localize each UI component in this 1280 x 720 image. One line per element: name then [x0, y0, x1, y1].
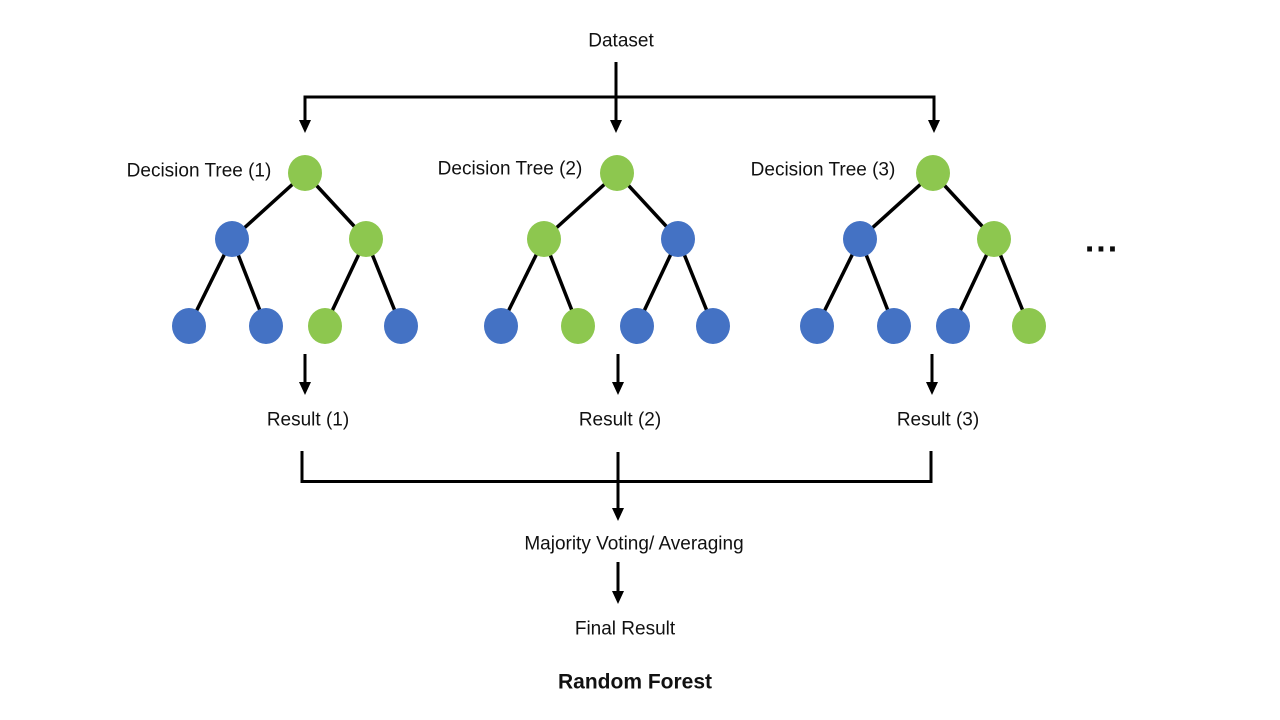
tree-node: [620, 308, 654, 344]
tree-node: [527, 221, 561, 257]
final-result-label: Final Result: [574, 618, 676, 640]
decision-tree-3-label: Decision Tree (3): [750, 159, 896, 181]
tree-node: [977, 221, 1011, 257]
tree-node: [384, 308, 418, 344]
dataset-label: Dataset: [588, 30, 654, 52]
more-trees-ellipsis: ...: [1084, 221, 1120, 260]
tree-node: [249, 308, 283, 344]
tree-node: [916, 155, 950, 191]
tree-node: [215, 221, 249, 257]
tree-node: [172, 308, 206, 344]
tree-node: [877, 308, 911, 344]
tree-node: [936, 308, 970, 344]
tree-node: [308, 308, 342, 344]
result-1-label: Result (1): [266, 409, 350, 431]
tree-node: [661, 221, 695, 257]
result-3-label: Result (3): [896, 409, 980, 431]
tree-node: [288, 155, 322, 191]
tree-node: [484, 308, 518, 344]
tree-node: [1012, 308, 1046, 344]
diagram-title: Random Forest: [557, 670, 713, 694]
tree-node: [800, 308, 834, 344]
decision-tree-3-graphic: [800, 155, 1046, 344]
decision-tree-2-label: Decision Tree (2): [437, 158, 583, 180]
result-2-label: Result (2): [578, 409, 662, 431]
decision-tree-1-label: Decision Tree (1): [126, 160, 272, 182]
tree-node: [561, 308, 595, 344]
decision-tree-2-graphic: [484, 155, 730, 344]
tree-node: [843, 221, 877, 257]
tree-node: [600, 155, 634, 191]
decision-tree-1-graphic: [172, 155, 418, 344]
majority-voting-label: Majority Voting/ Averaging: [524, 533, 744, 555]
tree-node: [349, 221, 383, 257]
tree-node: [696, 308, 730, 344]
